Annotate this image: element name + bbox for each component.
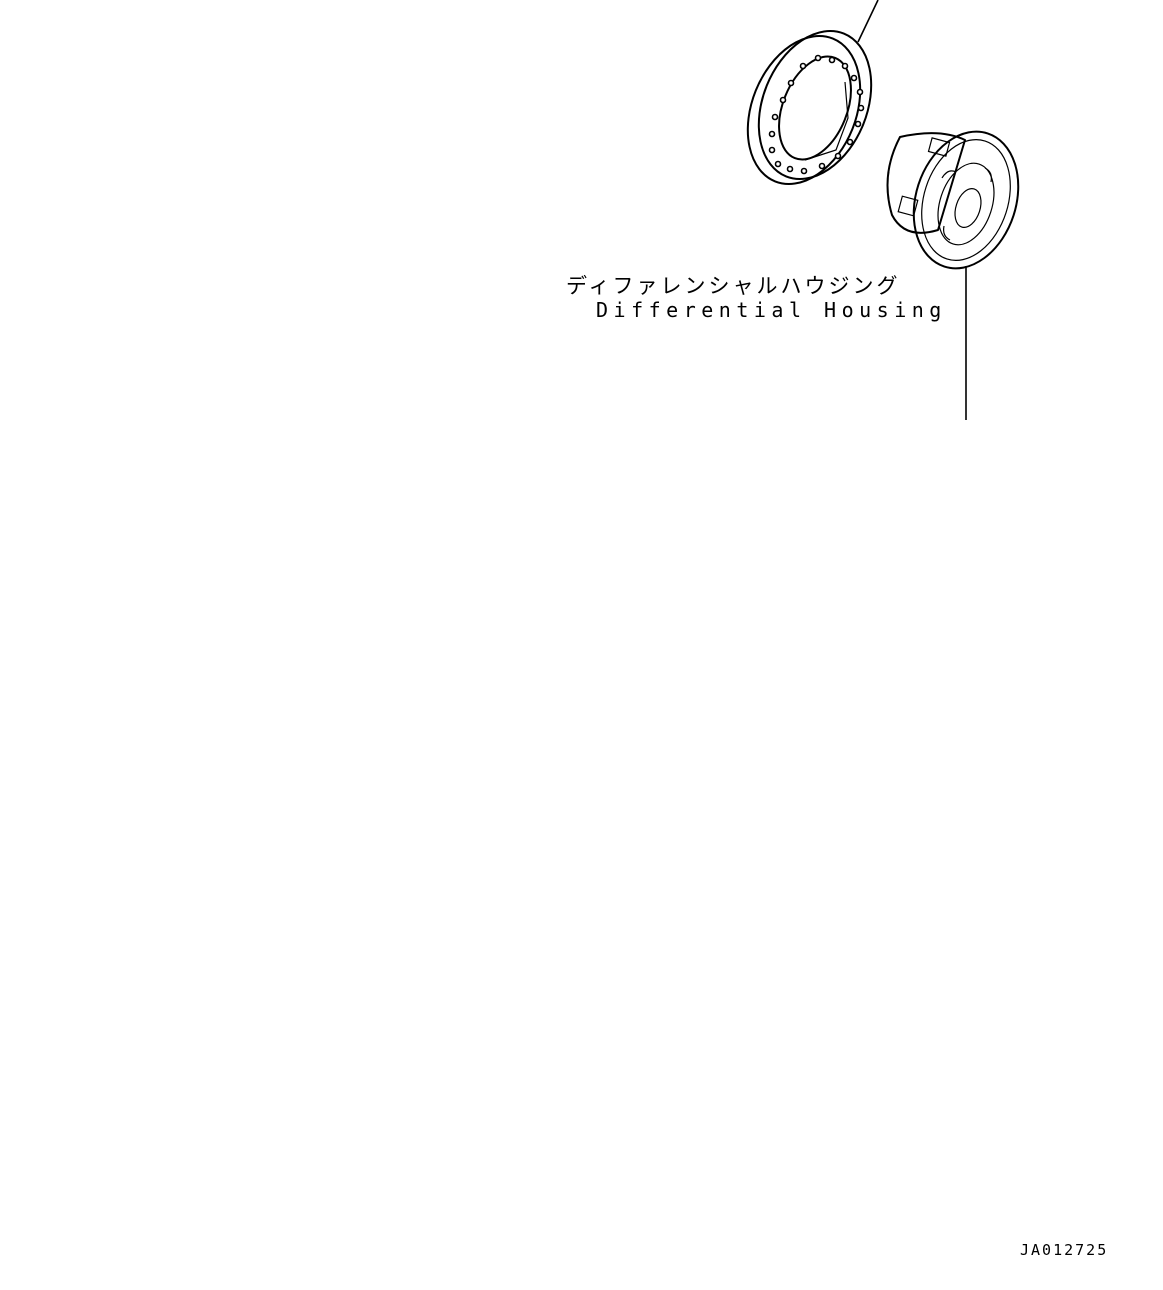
drawing-id: JA012725 bbox=[1020, 1241, 1109, 1259]
ring-gear bbox=[746, 0, 879, 186]
callout-label-japanese: ディファレンシャルハウジング bbox=[566, 274, 901, 298]
callout-label-english: Differential Housing bbox=[596, 298, 947, 322]
differential-case bbox=[886, 130, 1020, 420]
